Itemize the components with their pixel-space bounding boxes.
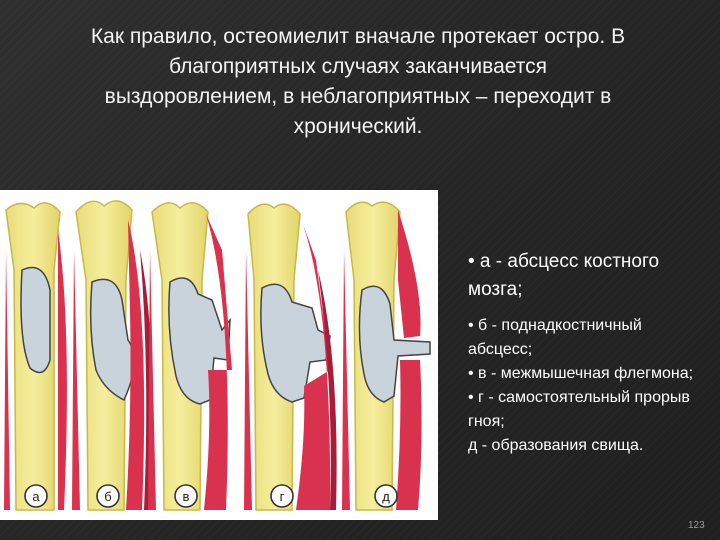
- panel-label-b: б: [96, 484, 120, 508]
- legend-item-c: • в - межмышечная флегмона;: [468, 365, 694, 382]
- legend-item-a: • а - абсцесс костного мозга;: [468, 251, 660, 300]
- svg-text:б: б: [104, 489, 111, 504]
- panel-d: [244, 203, 337, 511]
- panel-label-a: а: [24, 484, 48, 508]
- panel-label-d: г: [270, 484, 294, 508]
- panel-label-e: д: [374, 484, 398, 508]
- svg-text:д: д: [382, 489, 390, 504]
- panel-b: [72, 200, 153, 511]
- panel-e: [342, 201, 431, 511]
- bone-diagram: а б в г д: [4, 200, 431, 511]
- panel-c: [148, 202, 232, 511]
- legend-item-e: д - образования свища.: [468, 437, 644, 454]
- svg-text:а: а: [32, 489, 40, 504]
- panel-label-c: в: [174, 484, 198, 508]
- legend-item-d: • г - самостоятельный прорыв гноя;: [468, 389, 690, 430]
- svg-text:г: г: [280, 489, 285, 504]
- legend-item-b: • б - поднадкостничный абсцесс;: [468, 317, 642, 358]
- osteomyelitis-figure: а б в г д: [0, 190, 438, 520]
- slide-title: Как правило, остеомиелит вначале протека…: [90, 25, 626, 138]
- page-number: 123: [688, 520, 705, 531]
- legend-list: • а - абсцесс костного мозга; • б - подн…: [468, 248, 708, 458]
- panel-a: [4, 202, 67, 511]
- svg-text:в: в: [183, 489, 190, 504]
